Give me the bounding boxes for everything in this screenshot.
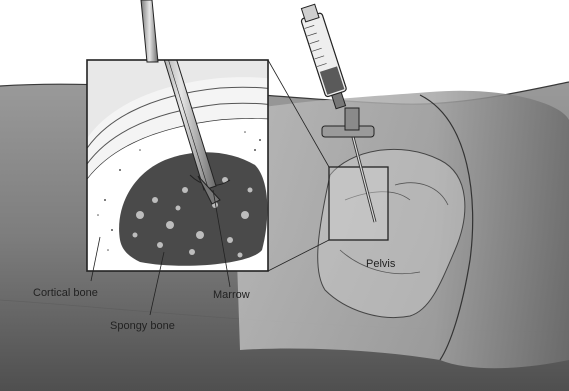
syringe bbox=[298, 3, 352, 111]
detail-box bbox=[329, 167, 388, 240]
label-cortical-bone: Cortical bone bbox=[33, 287, 98, 299]
label-pelvis: Pelvis bbox=[366, 258, 396, 270]
label-spongy-bone: Spongy bone bbox=[110, 320, 175, 332]
inset-panel bbox=[80, 0, 280, 280]
label-marrow: Marrow bbox=[213, 289, 250, 301]
needle-shaft-top bbox=[141, 0, 158, 62]
